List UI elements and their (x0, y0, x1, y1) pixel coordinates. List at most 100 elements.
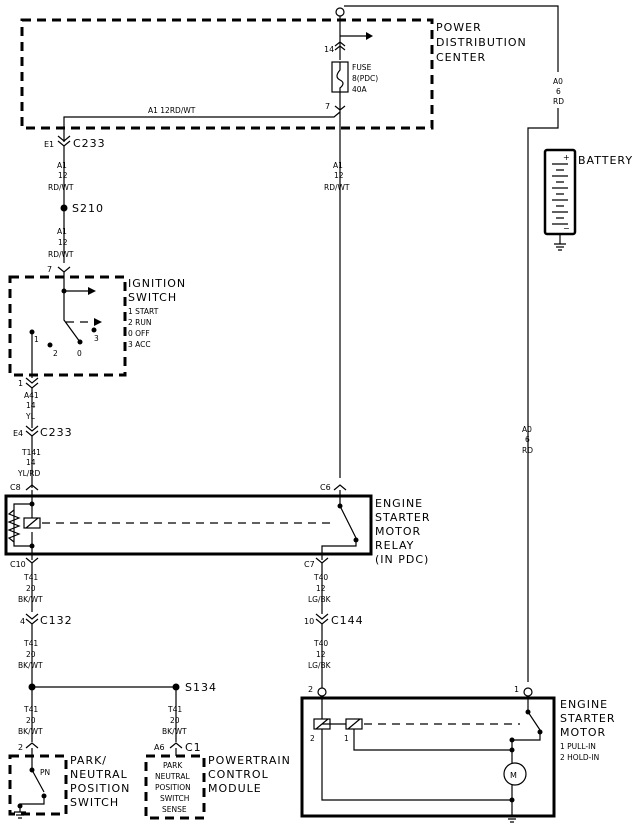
wire-label: 12 (58, 171, 68, 180)
connector-c233-mid: E4 C233 (13, 425, 73, 488)
arrow-icon (88, 287, 96, 295)
wire-label: 20 (26, 584, 36, 593)
ign-contact-3: 3 (94, 334, 99, 343)
wire-t141: T141 14 YL/RD (17, 448, 41, 478)
relay-label-1: ENGINE (375, 497, 423, 510)
fuse-label-3: 40A (352, 85, 368, 94)
wire-label: A41 (24, 391, 39, 400)
c144-name: C144 (331, 614, 364, 627)
relay-pin-c6: C6 (320, 483, 331, 492)
splice-s134-label: S134 (185, 681, 217, 694)
battery-plus-icon: + (563, 153, 570, 162)
wire-label: RD (522, 446, 533, 455)
wire-label: 20 (170, 716, 180, 725)
pcm-connector: C1 (185, 741, 202, 754)
wire-label: T41 (23, 705, 38, 714)
pcm-inner-5: SENSE (162, 805, 187, 814)
wire-label: T141 (21, 448, 41, 457)
ign-contact-1: 1 (34, 335, 39, 344)
wire-label: 12 (316, 584, 326, 593)
starter-outline (300, 696, 556, 818)
splice-s210-label: S210 (72, 202, 104, 215)
relay-label-4: RELAY (375, 539, 414, 552)
starter-terminal-1 (523, 687, 533, 697)
connector-c233-top: E1 C233 (44, 135, 106, 263)
wire-t40: T40 12 LG/BK 10 C144 T40 12 LG/BK (304, 563, 364, 688)
wire-label: A0 (553, 77, 563, 86)
starter-label-2: STARTER (560, 712, 616, 725)
wire-label: LG/BK (308, 661, 332, 670)
pnp-pin: 2 (18, 743, 23, 752)
power-distribution-center: POWER DISTRIBUTION CENTER (20, 18, 526, 130)
c233-mid-name: C233 (40, 426, 73, 439)
powertrain-control-module: A6 C1 PARK NEUTRAL POSITION SWITCH SENSE… (144, 741, 291, 820)
ignition-switch-label-2: SWITCH (128, 291, 177, 304)
motor-label: M (510, 771, 517, 780)
wire-a1-relay-labels: A1 12 RD/WT (324, 161, 350, 192)
ign-pos-1: 1 START (128, 307, 159, 316)
wire-label: A1 (57, 161, 67, 170)
relay-pin-c8: C8 (10, 483, 21, 492)
c233-mid-pin: E4 (13, 429, 23, 438)
park-neutral-position-switch: 2 PN PARK/ NEUTRAL POSITION SWITCH (8, 742, 129, 819)
pcm-label-1: POWERTRAIN (208, 754, 291, 767)
pcm-inner-2: NEUTRAL (155, 772, 190, 781)
battery-label: BATTERY (578, 154, 633, 167)
wire-label: 12 (334, 171, 344, 180)
pdc-label-3: CENTER (436, 51, 486, 64)
ign-pos-0: 0 OFF (128, 329, 150, 338)
ign-contact-0: 0 (77, 349, 82, 358)
wire-label: A0 (522, 425, 532, 434)
pdc-pin-7: 7 (325, 102, 330, 111)
ignition-switch-label-1: IGNITION (128, 277, 186, 290)
ignition-switch-outline (8, 275, 127, 377)
wire-t41-left: T41 20 BK/WT 4 C132 T41 20 BK/WT (18, 563, 73, 742)
wire-label: 6 (525, 435, 530, 444)
battery-minus-icon: − (563, 224, 570, 233)
fuse-label-1: FUSE (352, 63, 372, 72)
wire-label: T41 (167, 705, 182, 714)
splice-s134: S134 (28, 681, 217, 742)
ign-pin-1: 1 (18, 379, 23, 388)
c233-top-name: C233 (73, 137, 106, 150)
relay-outline (4, 494, 373, 556)
wire-label: BK/WT (18, 727, 43, 736)
c233-top-pin: E1 (44, 140, 54, 149)
wire-label: T41 (23, 573, 38, 582)
relay-label-5: (IN PDC) (375, 553, 429, 566)
ign-pin-7: 7 (47, 265, 52, 274)
wire-label: 12 (316, 650, 326, 659)
starter-terminal-2 (317, 687, 327, 697)
pcm-inner-3: POSITION (155, 783, 191, 792)
starter-label-3: MOTOR (560, 726, 606, 739)
wire-a1-left-2: A1 12 RD/WT (48, 227, 74, 259)
ign-pos-3: 3 ACC (128, 340, 151, 349)
pnp-label-2: NEUTRAL (70, 768, 128, 781)
wire-label: A1 (333, 161, 343, 170)
wire-a1-left-1: A1 12 RD/WT (48, 161, 74, 192)
wire-label: 14 (26, 458, 36, 467)
wire-label: 20 (26, 716, 36, 725)
ground-icon (506, 815, 518, 823)
relay-pin-c7: C7 (304, 560, 315, 569)
wire-label: LG/BK (308, 595, 332, 604)
wire-t41-pnp: T41 20 BK/WT (18, 705, 43, 736)
pnp-label-1: PARK/ (70, 754, 107, 767)
wire-label: 6 (556, 87, 561, 96)
c132-name: C132 (40, 614, 73, 627)
pnp-outline (8, 754, 68, 816)
wire-label: RD (553, 97, 564, 106)
pdc-outline (20, 18, 434, 130)
starter-motor-relay: C8 C6 ENGINE STARTER MOTOR RELAY (IN PDC… (4, 483, 430, 569)
splice-s210: S210 (60, 202, 104, 215)
wire-label: 20 (26, 650, 36, 659)
wire-label: T41 (23, 639, 38, 648)
starter-pin-1: 1 (514, 685, 519, 694)
pcm-inner-1: PARK (163, 761, 183, 770)
starter-coil-2: 2 (310, 734, 315, 743)
relay-pin-c10: C10 (10, 560, 26, 569)
battery-feed-wire: 14 (324, 5, 559, 72)
motor-icon (503, 762, 527, 786)
bus-arrow-icon (366, 32, 373, 40)
